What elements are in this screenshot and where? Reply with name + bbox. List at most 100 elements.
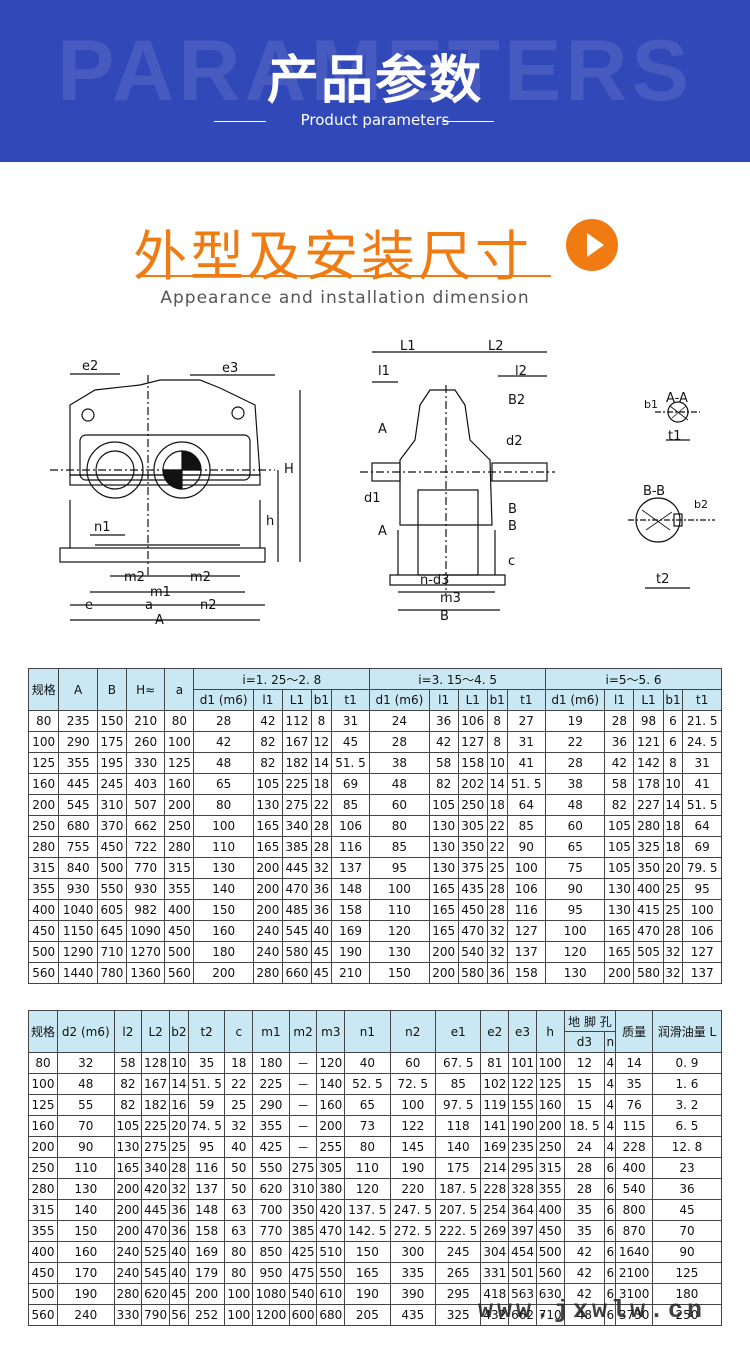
table-cell: 10 — [486, 752, 508, 774]
table-cell: 12. 8 — [651, 1136, 723, 1158]
table-cell: 245 — [96, 773, 127, 795]
table-cell: 158 — [330, 899, 371, 921]
table-cell: 290 — [252, 1094, 290, 1116]
table-cell: 500 — [28, 1283, 58, 1305]
table-cell: 662 — [125, 815, 166, 837]
th-A: A — [58, 668, 98, 711]
table-cell: 165 — [113, 1157, 143, 1179]
dim-label: A — [378, 422, 387, 437]
table-cell: 28 — [545, 752, 606, 774]
th-a: a — [164, 668, 195, 711]
table-cell: 28 — [311, 836, 332, 858]
table-cell: 6. 5 — [651, 1115, 723, 1137]
dim-label: n2 — [200, 598, 217, 613]
th-t2: t2 — [187, 1010, 226, 1053]
table-cell: 250 — [27, 815, 60, 837]
table-cell: 58 — [604, 773, 635, 795]
table-cell: 982 — [125, 899, 166, 921]
table-cell: 100 — [224, 1283, 254, 1305]
table-cell: 250 — [28, 1157, 58, 1179]
table-cell: 295 — [508, 1157, 537, 1179]
table-cell: 125 — [28, 1094, 58, 1116]
table-cell: 380 — [316, 1178, 346, 1200]
th-sub: t1 — [682, 689, 722, 711]
table-cell: 240 — [252, 920, 283, 942]
table-cell: 175 — [435, 1157, 482, 1179]
table-cell: 110 — [193, 836, 254, 858]
table-cell: 200 — [316, 1115, 346, 1137]
table-cell: 106 — [330, 815, 371, 837]
table-cell: 22 — [545, 731, 606, 753]
table-cell: 55 — [57, 1094, 115, 1116]
table-cell: 840 — [58, 857, 98, 879]
dim-label: e2 — [82, 359, 98, 374]
table-cell: 22 — [311, 794, 332, 816]
table-cell: 200 — [164, 794, 195, 816]
table-cell: 125 — [535, 1073, 565, 1095]
table-cell: 90 — [57, 1136, 115, 1158]
table-cell: 540 — [457, 941, 488, 963]
table-cell: 51. 5 — [506, 773, 547, 795]
table-cell: 200 — [193, 962, 254, 984]
table-cell: 550 — [252, 1157, 290, 1179]
table-cell: 150 — [96, 710, 127, 732]
table-cell: 106 — [506, 878, 547, 900]
table-cell: 28 — [193, 710, 254, 732]
table-cell: 470 — [633, 920, 664, 942]
table-cell: 432 — [480, 1304, 510, 1326]
table-cell: 425 — [288, 1241, 318, 1263]
table-cell: 130 — [113, 1136, 143, 1158]
table-cell: 355 — [252, 1115, 290, 1137]
table-cell: 60 — [389, 1052, 437, 1074]
table-cell: 445 — [141, 1199, 170, 1221]
table-cell: 100 — [193, 815, 254, 837]
table-cell: 40 — [168, 1262, 189, 1284]
table-cell: 190 — [344, 1283, 391, 1305]
table-cell: 41 — [506, 752, 547, 774]
table-cell: 36 — [311, 899, 332, 921]
table-cell: 400 — [633, 878, 664, 900]
table-cell: 100 — [27, 731, 60, 753]
table-cell: 119 — [480, 1094, 510, 1116]
table-cell: 100 — [545, 920, 606, 942]
table-cell: 22 — [224, 1073, 254, 1095]
table-cell: 228 — [480, 1178, 510, 1200]
table-cell: 200 — [187, 1283, 226, 1305]
table-cell: 70 — [651, 1220, 723, 1242]
table-cell: 252 — [187, 1304, 226, 1326]
table-cell: 240 — [113, 1241, 143, 1263]
table-cell: 28 — [604, 710, 635, 732]
th-n1: n1 — [344, 1010, 391, 1053]
table-cell: 450 — [535, 1220, 565, 1242]
side-view-labels: L1 L2 l1 l2 B2 A d2 d1 A B B c n-d3 m3 B — [364, 339, 527, 624]
table-cell: 545 — [58, 794, 98, 816]
table-cell: 165 — [604, 941, 635, 963]
table-cell: 250 — [651, 1304, 723, 1326]
table-cell: 6 — [662, 731, 684, 753]
table-cell: 202 — [457, 773, 488, 795]
table-cell: 51. 5 — [187, 1073, 226, 1095]
table-cell: 90 — [506, 836, 547, 858]
table-cell: 269 — [480, 1220, 510, 1242]
table-cell: 82 — [113, 1094, 143, 1116]
table-cell: 385 — [281, 836, 313, 858]
section-subtitle: Appearance and installation dimension — [160, 288, 530, 308]
table-cell: 130 — [252, 794, 283, 816]
table-cell: 190 — [57, 1283, 115, 1305]
table-cell: 28 — [486, 878, 508, 900]
table-cell: 110 — [369, 899, 430, 921]
table-cell: 445 — [281, 857, 313, 879]
table-cell: 28 — [311, 815, 332, 837]
header-banner: PARAMETERS 产品参数 Product parameters — [0, 0, 750, 162]
table-cell: 780 — [96, 962, 127, 984]
table-cell: 14 — [486, 773, 508, 795]
table-cell: 36 — [651, 1178, 723, 1200]
table-cell: 28 — [563, 1178, 606, 1200]
table-cell: 210 — [125, 710, 166, 732]
table-cell: 250 — [535, 1136, 565, 1158]
